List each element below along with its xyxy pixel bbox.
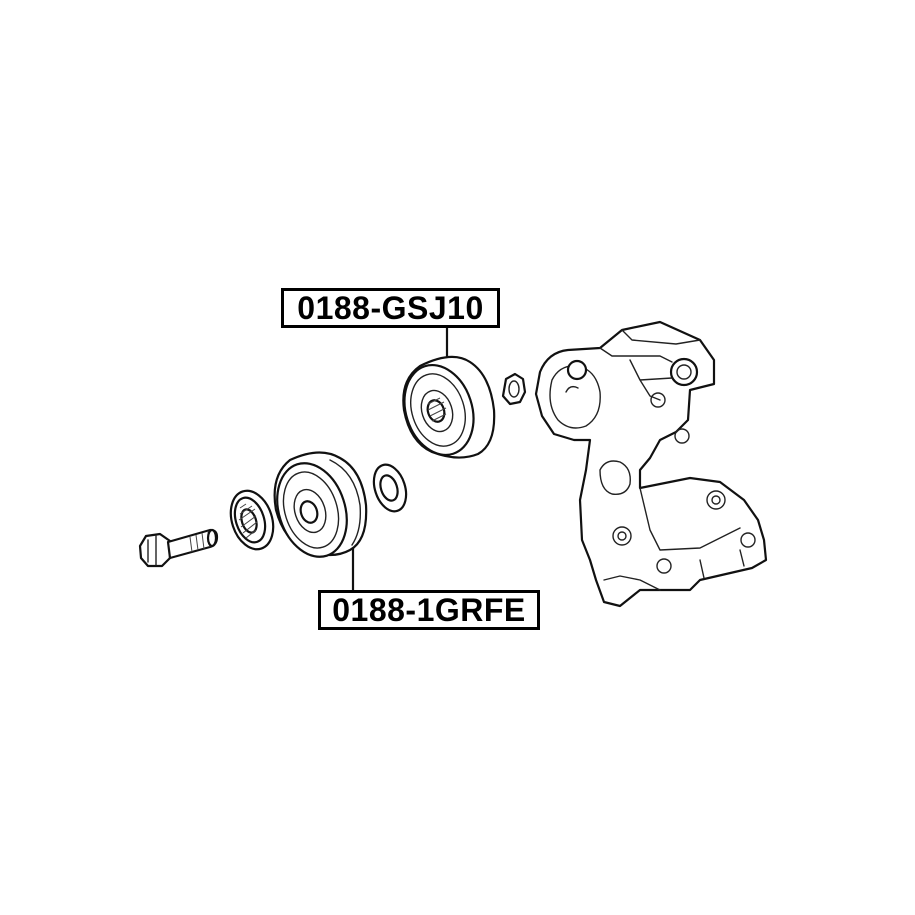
- part-number-label-lower: 0188-1GRFE: [318, 590, 540, 630]
- part-number-label-upper: 0188-GSJ10: [281, 288, 500, 328]
- tensioner-bracket-icon: [534, 320, 768, 608]
- bolt-icon: [138, 528, 219, 568]
- washer-front-icon: [229, 489, 275, 551]
- upper-pulley-icon: [402, 355, 496, 459]
- lower-pulley-icon: [273, 451, 368, 558]
- washer-rear-icon: [372, 463, 408, 513]
- washer-upper-icon: [501, 372, 527, 406]
